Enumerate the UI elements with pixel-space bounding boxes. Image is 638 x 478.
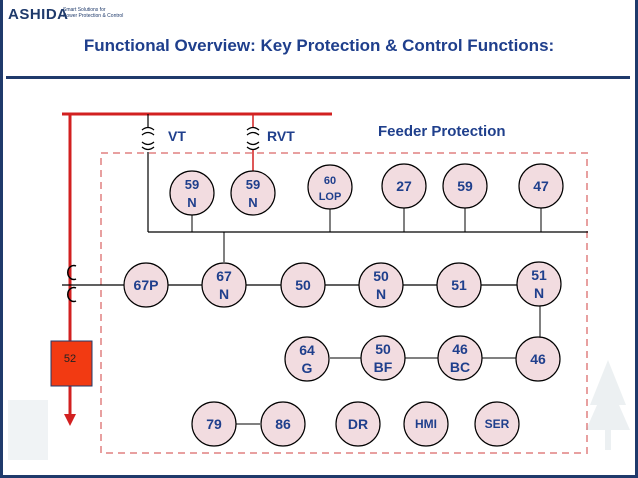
function-46bc-line2: BC <box>450 359 470 375</box>
function-86-line1: 86 <box>275 416 291 432</box>
function-59n-a-line2: N <box>187 195 196 210</box>
function-46: 46 <box>515 336 561 382</box>
ashida-logo: ASHIDA <box>8 6 69 23</box>
function-hmi-line1: HMI <box>415 417 437 431</box>
header-bar: ASHIDA Smart Solutions for Power Protect… <box>0 0 638 30</box>
rvt-label: RVT <box>267 128 295 144</box>
function-50bf-line2: BF <box>374 359 393 375</box>
function-dr-line1: DR <box>348 416 368 432</box>
rvt-coil-lower <box>246 141 260 151</box>
vt-label: VT <box>168 128 186 144</box>
function-46-line1: 46 <box>530 351 546 367</box>
function-50: 50 <box>280 262 326 308</box>
function-64g-line2: G <box>302 360 313 376</box>
function-51n-line1: 51 <box>531 267 547 283</box>
function-ser-line1: SER <box>485 417 510 431</box>
breaker-label: 52 <box>64 353 76 365</box>
feeder-arrow <box>64 414 76 426</box>
function-47-line1: 47 <box>533 178 549 194</box>
function-50n-line2: N <box>376 286 386 302</box>
function-67p: 67P <box>123 262 169 308</box>
function-51n-line2: N <box>534 285 544 301</box>
function-51: 51 <box>436 262 482 308</box>
vt-coil-lower <box>141 141 155 151</box>
function-47: 47 <box>518 163 564 209</box>
function-59n-b-line1: 59 <box>246 177 260 192</box>
function-60lop-line2: LOP <box>319 191 342 203</box>
breaker-52 <box>50 340 93 387</box>
function-27-line1: 27 <box>396 178 412 194</box>
function-86: 86 <box>260 401 306 447</box>
function-67p-line1: 67P <box>134 277 159 293</box>
function-50n: 50N <box>358 262 404 308</box>
function-60lop-line1: 60 <box>324 175 336 187</box>
function-67n: 67N <box>201 262 247 308</box>
function-59n-b: 59N <box>230 170 276 216</box>
title-divider <box>6 76 630 79</box>
function-64g-line1: 64 <box>299 342 315 358</box>
background-trees <box>586 360 630 450</box>
function-59n-a-line1: 59 <box>185 177 199 192</box>
function-59n-b-line2: N <box>248 195 257 210</box>
feeder-boundary <box>100 152 588 454</box>
page-title: Functional Overview: Key Protection & Co… <box>83 36 555 55</box>
function-51-line1: 51 <box>451 277 467 293</box>
function-59: 59 <box>442 163 488 209</box>
vt-coil-upper <box>141 126 155 136</box>
function-79: 79 <box>191 401 237 447</box>
logo-tagline: Smart Solutions for Power Protection & C… <box>63 7 143 19</box>
tagline-line-1: Smart Solutions for <box>63 7 106 13</box>
function-67n-line2: N <box>219 286 229 302</box>
function-50bf-line1: 50 <box>375 341 391 357</box>
function-59n-a: 59N <box>169 170 215 216</box>
function-51n: 51N <box>516 261 562 307</box>
function-50n-line1: 50 <box>373 268 389 284</box>
feeder-protection-label: Feeder Protection <box>378 123 506 140</box>
function-dr: DR <box>335 401 381 447</box>
function-46bc-line1: 46 <box>452 341 468 357</box>
ct-coil-lower <box>67 286 77 303</box>
function-50-line1: 50 <box>295 277 311 293</box>
function-67n-line1: 67 <box>216 268 232 284</box>
background-building <box>8 400 48 460</box>
tagline-line-2: Power Protection & Control <box>63 13 124 19</box>
function-27: 27 <box>381 163 427 209</box>
function-hmi: HMI <box>403 401 449 447</box>
ct-coil-upper <box>67 264 77 281</box>
function-64g: 64G <box>284 336 330 382</box>
function-59-line1: 59 <box>457 178 473 194</box>
function-79-line1: 79 <box>206 416 222 432</box>
rvt-coil-upper <box>246 126 260 136</box>
function-ser: SER <box>474 401 520 447</box>
